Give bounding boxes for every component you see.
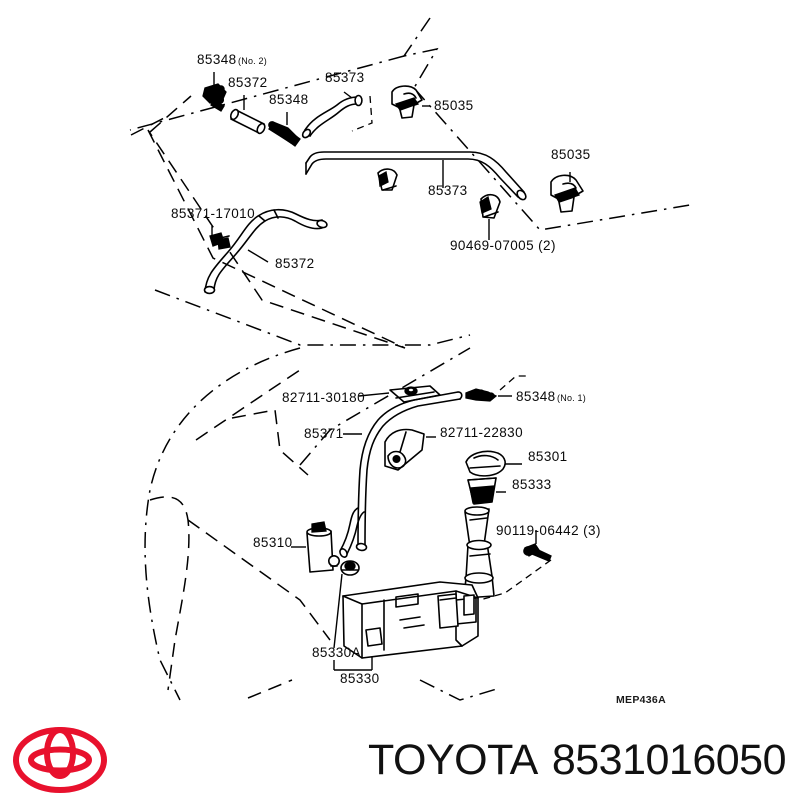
callout-85373-upper: 85373 bbox=[325, 70, 365, 85]
part-85372-lower bbox=[203, 208, 328, 295]
body-line-fender-top bbox=[299, 347, 471, 466]
callout-82711-30180: 82711-30180 bbox=[282, 390, 365, 405]
exploded-parts-drawing: 85348(No. 2)8537285348853738503585035853… bbox=[129, 17, 691, 706]
part-85348-no1 bbox=[465, 388, 498, 402]
part-85035-left bbox=[391, 85, 423, 119]
callout-labels: 85348(No. 2)8537285348853738503585035853… bbox=[171, 52, 601, 686]
body-line-left-diag bbox=[187, 519, 331, 641]
part-85371 bbox=[355, 391, 463, 552]
part-85330-tank bbox=[342, 581, 479, 659]
footer-banner: TOYOTA 8531016050 bbox=[0, 720, 800, 800]
body-line-left-inner bbox=[149, 496, 190, 691]
callout-85310: 85310 bbox=[253, 535, 293, 550]
body-line-bottom-right bbox=[419, 679, 501, 701]
part-85348-upper bbox=[268, 121, 301, 147]
footer-text-line: TOYOTA 8531016050 bbox=[120, 735, 800, 784]
callout-85330: 85330 bbox=[340, 671, 380, 686]
part-85310 bbox=[306, 521, 340, 573]
leader-85372-lower bbox=[247, 249, 269, 263]
callout-85372-lower: 85372 bbox=[275, 256, 315, 271]
callout-90119-06442: 90119-06442 (3) bbox=[496, 523, 601, 538]
part-90469-07005 bbox=[479, 193, 501, 219]
part-pump-outlet-hose bbox=[339, 507, 365, 558]
callout-85301: 85301 bbox=[528, 449, 568, 464]
callout-85333: 85333 bbox=[512, 477, 552, 492]
leader-85330a bbox=[333, 573, 343, 649]
part-filler-neck bbox=[463, 506, 495, 599]
toyota-logo bbox=[13, 727, 107, 793]
body-line-upper-left bbox=[129, 55, 405, 131]
part-clip-left bbox=[377, 168, 398, 191]
part-85373-upper bbox=[301, 94, 363, 139]
part-85373-lower bbox=[305, 151, 527, 201]
part-85371-17010 bbox=[209, 232, 231, 250]
body-line-bottom-left bbox=[247, 679, 293, 699]
callout-85348-no1: 85348(No. 1) bbox=[516, 389, 586, 404]
leader-82711-30180 bbox=[358, 392, 390, 397]
callout-85348-no2: 85348(No. 2) bbox=[197, 52, 267, 67]
callout-85348-upper: 85348 bbox=[269, 92, 309, 107]
callout-85373-lower: 85373 bbox=[428, 183, 468, 198]
drawing-code: MEP436A bbox=[616, 694, 666, 706]
part-85333 bbox=[467, 477, 497, 505]
brand-name: TOYOTA bbox=[368, 735, 538, 784]
assembly-dash-bolt bbox=[479, 559, 552, 601]
assembly-dash-85035-left bbox=[351, 95, 373, 132]
callout-85371-17010: 85371-17010 bbox=[171, 206, 255, 221]
part-number: 8531016050 bbox=[551, 735, 787, 784]
callout-90469-07005: 90469-07005 (2) bbox=[450, 238, 556, 253]
body-line-mid bbox=[154, 289, 471, 346]
body-line-cowl-edge-2 bbox=[130, 114, 171, 136]
part-85348-no2 bbox=[202, 83, 227, 112]
callout-85330a: 85330A bbox=[312, 645, 361, 660]
callout-85372-upper: 85372 bbox=[228, 75, 268, 90]
part-82711-22830 bbox=[384, 428, 425, 471]
assembly-dash-85348-no1 bbox=[499, 375, 528, 391]
body-line-cowl-panel bbox=[147, 129, 406, 349]
part-85301 bbox=[465, 450, 506, 477]
body-line-hood-peak bbox=[402, 17, 439, 89]
body-line-cowl-edge bbox=[149, 95, 192, 133]
part-85035-right bbox=[550, 174, 584, 213]
callout-82711-22830: 82711-22830 bbox=[440, 425, 523, 440]
body-line-wheel-arch bbox=[231, 409, 309, 476]
callout-85035-right: 85035 bbox=[551, 147, 591, 162]
part-90119-06442 bbox=[523, 543, 552, 562]
callout-85371: 85371 bbox=[304, 426, 344, 441]
body-line-upper-fender bbox=[195, 369, 301, 441]
body-line-left-silhouette bbox=[144, 347, 301, 701]
part-85330a bbox=[340, 560, 360, 576]
part-85372-upper bbox=[229, 108, 266, 135]
leader-85373-upper bbox=[343, 91, 353, 99]
toyota-logo-wrap bbox=[0, 720, 120, 800]
callout-85035-left: 85035 bbox=[434, 98, 474, 113]
